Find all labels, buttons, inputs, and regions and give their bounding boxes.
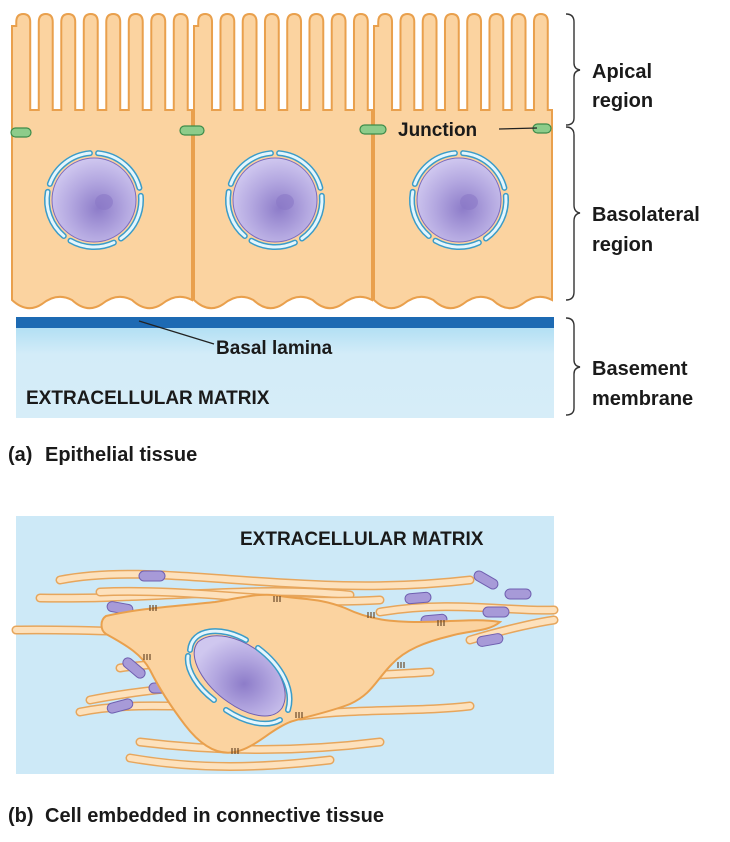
matrix-particle (476, 633, 504, 647)
matrix-particle (404, 591, 432, 605)
apical-label: Apical (592, 61, 652, 83)
matrix-particle (473, 570, 499, 590)
apical-label-line2: region (592, 90, 653, 112)
collagen-fiber (127, 755, 333, 770)
caption-a-text: Epithelial tissue (45, 444, 197, 466)
collagen-fiber (57, 571, 473, 589)
basolateral-bracket (565, 126, 581, 301)
nucleus (232, 157, 318, 243)
nuclear-envelope-inner (45, 190, 66, 238)
epithelial-cells (11, 12, 553, 310)
nucleolus (95, 194, 113, 210)
nuclear-envelope-inner (413, 151, 457, 186)
basal-lamina-label: Basal lamina (216, 338, 333, 359)
nuclear-envelope-inner (250, 239, 297, 249)
attachment-ticks (143, 596, 445, 754)
nuclear-envelope-inner (119, 194, 143, 240)
nuclear-envelope-inner (69, 239, 116, 249)
matrix-particle (122, 657, 146, 679)
nuclear-envelope-inner (226, 190, 247, 238)
nucleolus (460, 194, 478, 210)
caption-b-text: Cell embedded in connective tissue (45, 805, 384, 827)
caption-a-letter: (a) (8, 444, 32, 466)
nucleus (51, 157, 137, 243)
nuclear-envelope-inner (96, 151, 141, 190)
junction-label: Junction (398, 120, 477, 141)
basement-label-line2: membrane (592, 388, 693, 410)
nucleus (416, 157, 502, 243)
matrix-particle (504, 588, 532, 600)
basement-label: Basement (592, 358, 688, 380)
basement-bracket (565, 317, 581, 416)
junction-marker (359, 124, 387, 135)
matrix-particle (138, 570, 166, 582)
basolateral-label-line2: region (592, 234, 653, 256)
collagen-fiber (137, 739, 383, 753)
extracellular-matrix-a (16, 320, 554, 418)
nuclear-envelope-inner (434, 239, 481, 249)
junction-marker (10, 127, 32, 138)
matrix-particle (106, 698, 134, 714)
nuclear-envelope-inner (461, 151, 506, 190)
fibroblast-nucleus (193, 635, 286, 717)
matrix-label-a: EXTRACELLULAR MATRIX (26, 388, 270, 409)
fibroblast-nuclear-envelope-inner (186, 629, 291, 726)
nuclear-envelope-inner (277, 151, 322, 190)
junction-marker (179, 125, 205, 136)
nucleolus (276, 194, 294, 210)
junction-leader (498, 127, 538, 130)
matrix-label-b: EXTRACELLULAR MATRIX (240, 529, 484, 550)
epithelial-panel: Apical region Basolateral region Basemen… (8, 12, 700, 466)
nuclear-envelope-inner (48, 151, 92, 186)
collagen-fiber (377, 603, 557, 615)
junctions (10, 123, 552, 138)
basolateral-label: Basolateral (592, 204, 700, 226)
basal-lamina-leader (138, 320, 215, 345)
nuclear-envelope-inner (484, 194, 508, 240)
basal-lamina (16, 317, 554, 328)
nuclear-envelope-inner (229, 151, 273, 186)
matrix-particle (482, 606, 510, 618)
nuclear-envelope-inner (410, 190, 431, 238)
connective-panel: EXTRACELLULAR MATRIX (b) Cell embedded i… (8, 516, 559, 827)
apical-bracket (565, 13, 581, 126)
nuclear-envelope-inner (300, 194, 324, 240)
caption-b-letter: (b) (8, 805, 34, 827)
